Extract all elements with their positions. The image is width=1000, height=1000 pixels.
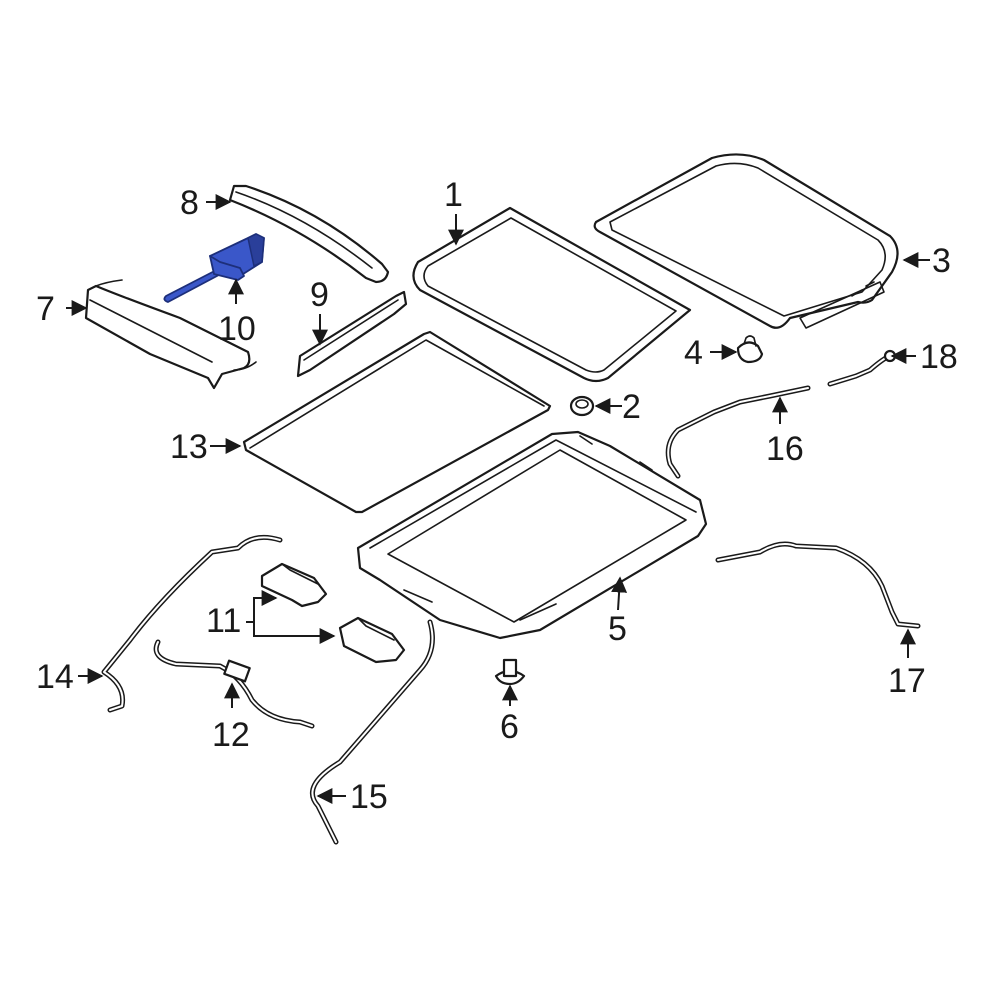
callout-7: 7 [36, 290, 55, 328]
callout-9: 9 [310, 276, 329, 314]
part-14-drain-hose[interactable] [101, 534, 283, 713]
part-11-motor-lower[interactable] [338, 616, 406, 664]
callout-18: 18 [920, 338, 958, 376]
part-16-drain-hose[interactable] [665, 385, 811, 479]
part-9-side-rail[interactable] [296, 290, 408, 378]
part-11-motor-upper[interactable] [260, 562, 328, 608]
callout-2: 2 [622, 388, 641, 426]
callout-13: 13 [170, 428, 208, 466]
part-13-sunshade[interactable] [242, 330, 552, 514]
callout-10: 10 [218, 310, 256, 348]
part-4-clip[interactable] [736, 335, 764, 364]
callout-15: 15 [350, 778, 388, 816]
callout-1: 1 [444, 176, 463, 214]
callout-17: 17 [888, 662, 926, 700]
part-8-trim-bar[interactable] [228, 184, 390, 284]
callout-14: 14 [36, 658, 74, 696]
callout-16: 16 [766, 430, 804, 468]
callout-12: 12 [212, 716, 250, 754]
part-10-bracket-highlighted[interactable] [163, 233, 265, 303]
callout-6: 6 [500, 708, 519, 746]
callout-8: 8 [180, 184, 199, 222]
leader-lines [66, 194, 930, 804]
part-18-drain-hose[interactable] [827, 349, 897, 387]
part-17-drain-hose[interactable] [715, 541, 921, 629]
part-1-glass-panel[interactable] [412, 206, 692, 383]
part-6-stud[interactable] [494, 658, 526, 686]
part-7-front-trim[interactable] [84, 279, 257, 390]
part-15-drain-hose[interactable] [309, 619, 435, 845]
part-3-outer-glass[interactable] [593, 153, 899, 329]
callout-5: 5 [608, 610, 627, 648]
callout-11: 11 [206, 602, 241, 640]
callout-4: 4 [684, 334, 703, 372]
callout-labels: 1 2 3 4 5 6 7 8 9 10 11 12 13 14 15 16 1… [36, 176, 958, 816]
part-5-frame[interactable] [356, 430, 708, 640]
part-2-bumper[interactable] [569, 395, 595, 417]
callout-3: 3 [932, 242, 951, 280]
part-12-harness[interactable] [153, 639, 315, 729]
